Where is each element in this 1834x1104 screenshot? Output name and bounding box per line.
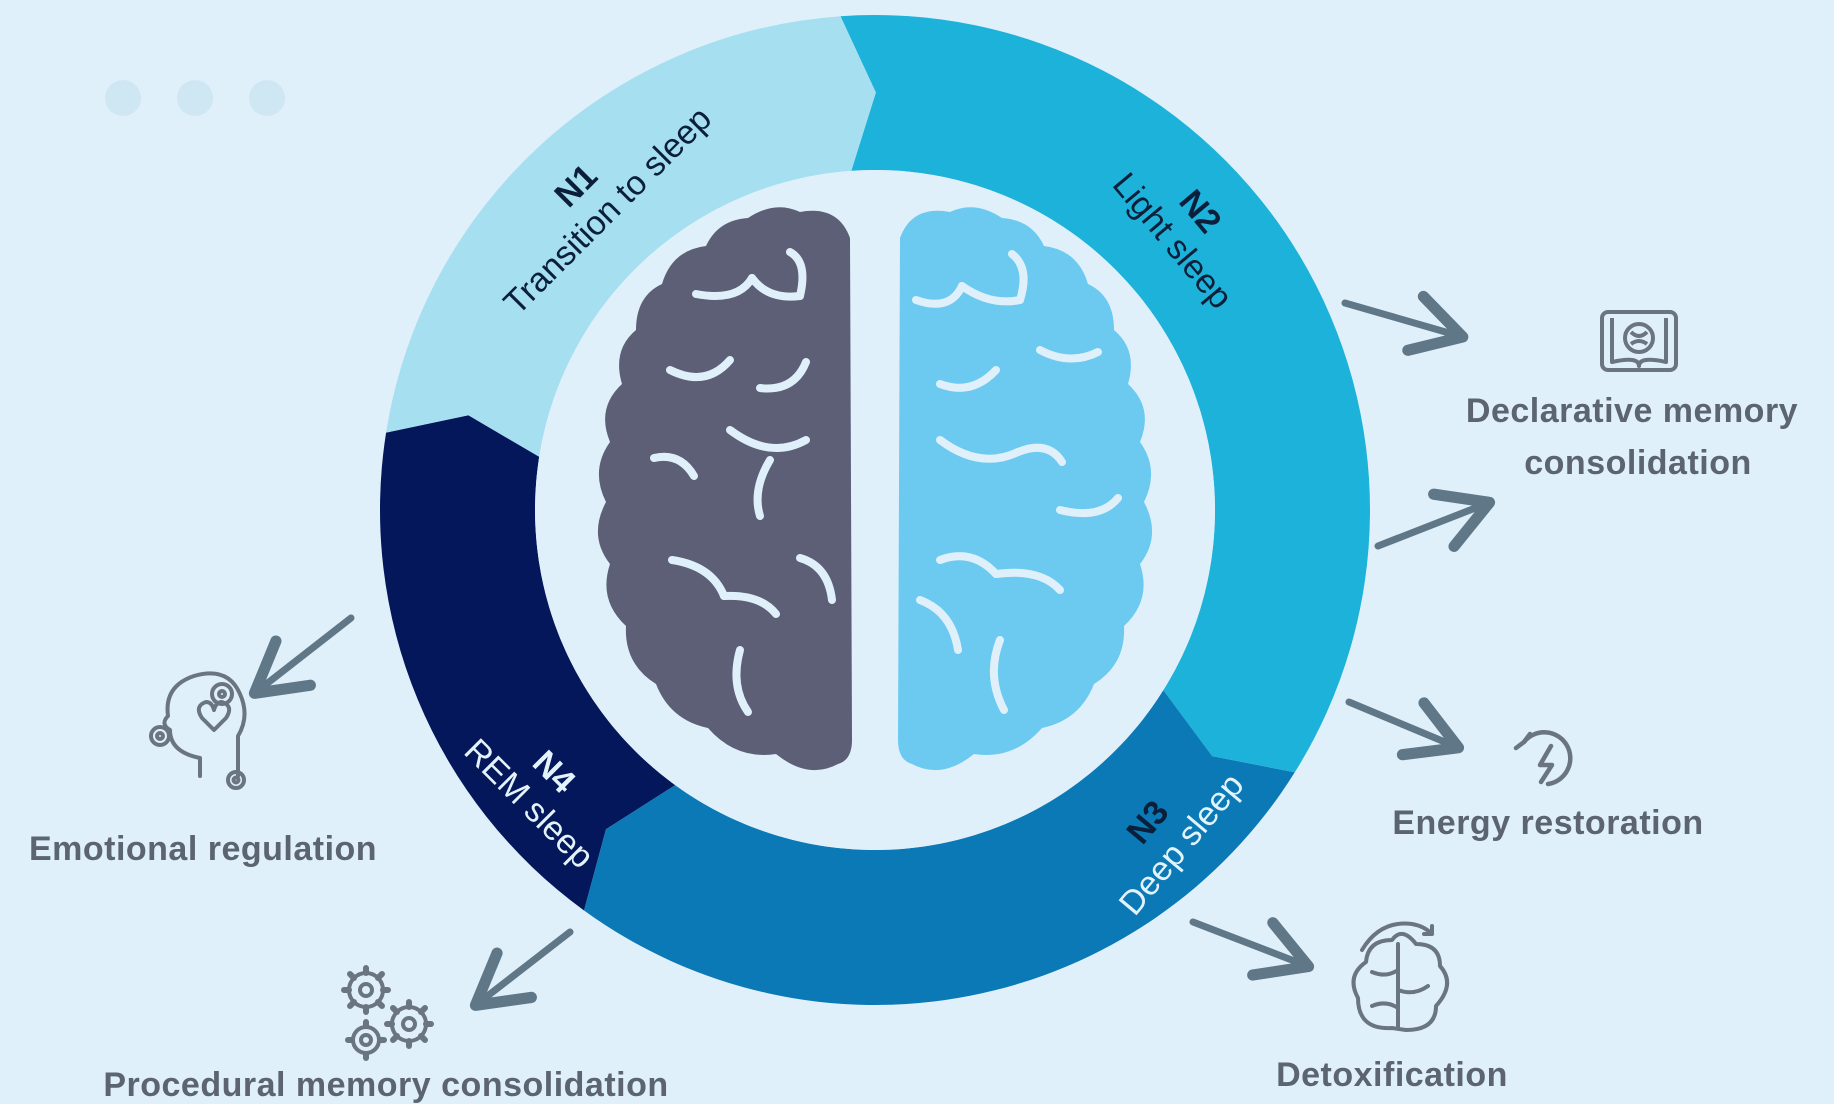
outcome-emotional: Emotional regulation: [29, 671, 377, 868]
brain-book-icon: [1600, 310, 1678, 372]
energy-cycle-icon: [1513, 730, 1573, 787]
detox-label: Detoxification: [1276, 1056, 1508, 1094]
arrow-to-declarative-1: [1341, 290, 1469, 356]
declarative-label-line1: Declarative memory: [1466, 392, 1798, 430]
procedural-label: Procedural memory consolidation: [103, 1066, 668, 1104]
outcome-declarative: Declarative memory consolidation: [1466, 310, 1798, 482]
segment-n4: [380, 415, 676, 911]
head-heart-gears-icon: [149, 671, 247, 778]
arrow-to-emotional: [248, 614, 355, 699]
segment-n1: [386, 16, 876, 457]
arrow-to-declarative-2: [1374, 488, 1496, 552]
gears-icon: [341, 965, 434, 1061]
brain-left-hemisphere: [597, 207, 852, 771]
segment-n3: [584, 690, 1295, 1005]
energy-label: Energy restoration: [1392, 804, 1703, 842]
connector-arrows: [248, 290, 1496, 1011]
arrow-to-energy: [1345, 697, 1465, 761]
arrow-to-detox: [1189, 917, 1315, 981]
brain-refresh-icon: [1351, 921, 1449, 1032]
outcome-procedural: Procedural memory consolidation: [103, 965, 668, 1104]
outcome-detox: Detoxification: [1276, 921, 1508, 1094]
emotional-label: Emotional regulation: [29, 830, 377, 868]
outcome-energy: Energy restoration: [1392, 730, 1703, 842]
sleep-cycle-ring: [380, 14, 1371, 1005]
segment-n2: [840, 14, 1371, 773]
brain-icon: [597, 207, 1153, 771]
brain-right-hemisphere: [898, 207, 1153, 771]
decorative-dots: [105, 80, 285, 116]
arrow-to-procedural: [469, 928, 574, 1011]
declarative-label-line2: consolidation: [1524, 444, 1752, 482]
